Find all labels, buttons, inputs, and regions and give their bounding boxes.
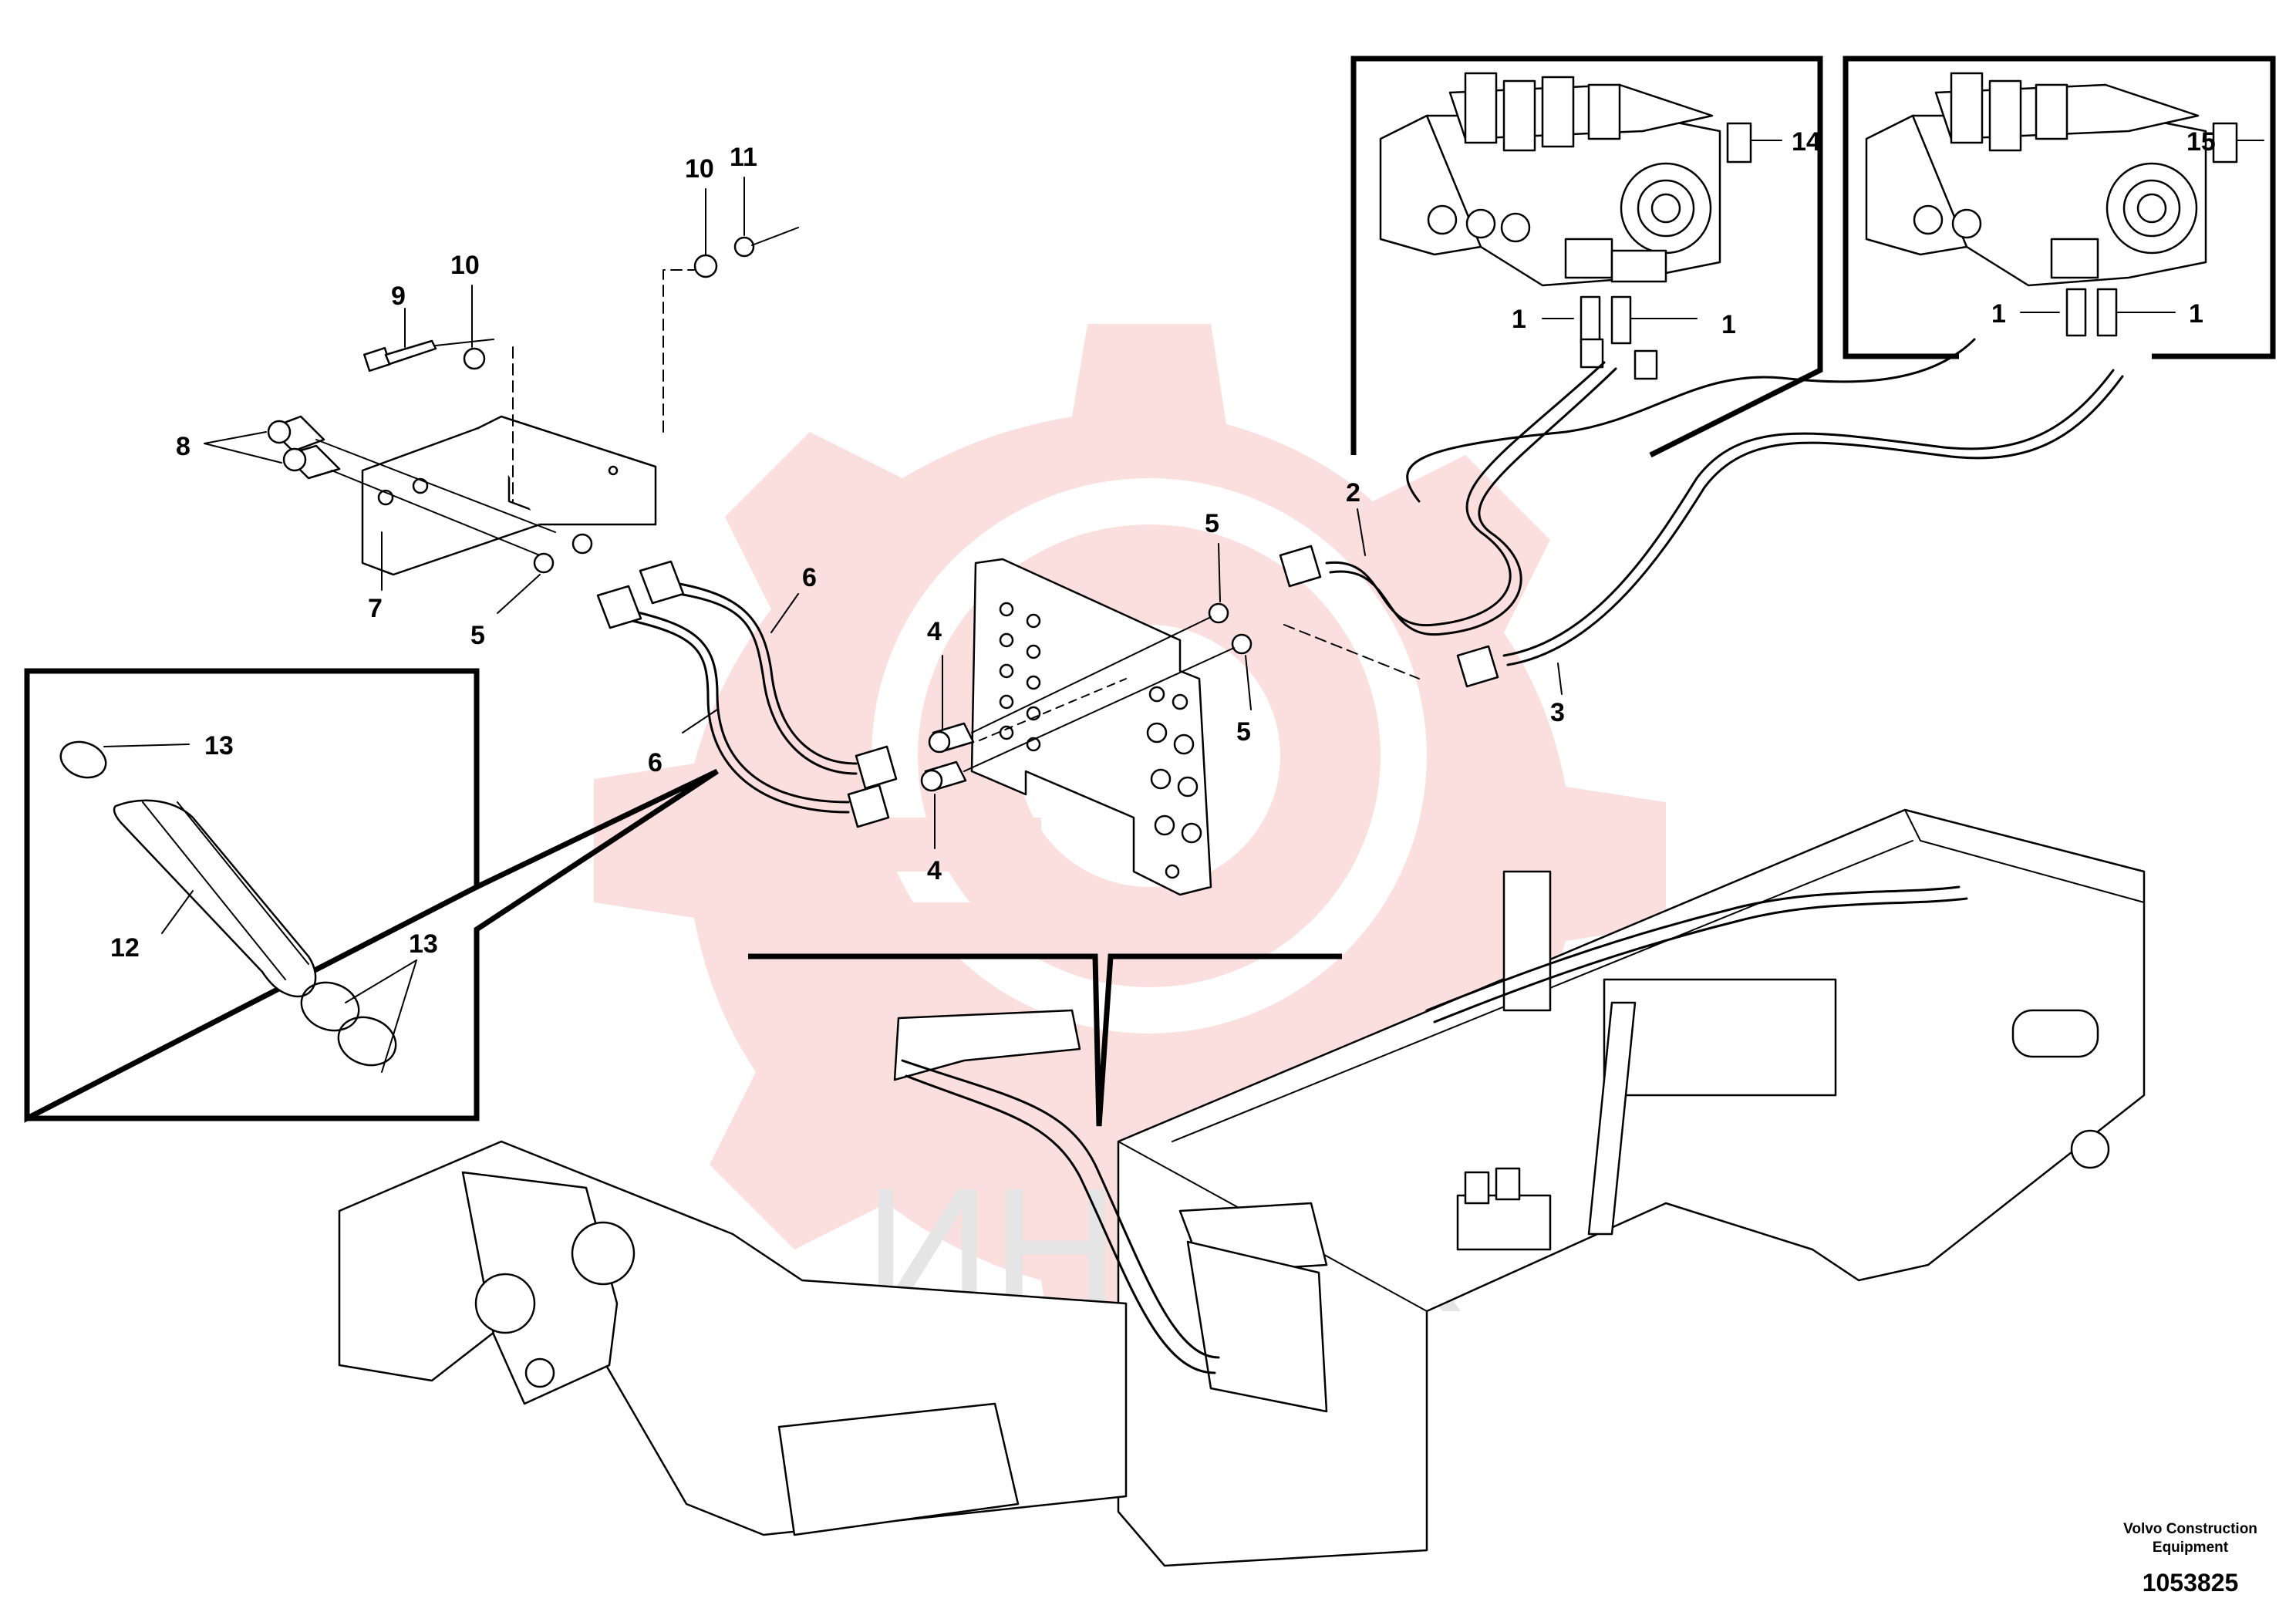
valve-block-15 — [1865, 72, 2238, 337]
adapter-8a — [267, 415, 325, 453]
drawing-number: 1053825 — [2143, 1569, 2239, 1597]
stud-line-a — [971, 616, 1212, 733]
hose-3 — [1283, 338, 2124, 688]
callout-8: 8 — [176, 432, 190, 461]
callout-3: 3 — [1550, 698, 1565, 727]
callout-10b: 10 — [685, 154, 714, 184]
callout-13-top: 13 — [204, 731, 234, 760]
hose-3-fitting — [1456, 645, 1499, 688]
callout-6b: 6 — [648, 748, 663, 777]
hose-6a — [639, 560, 898, 790]
washer-10a — [463, 347, 486, 370]
washer-10b — [693, 254, 718, 278]
callout-1d: 1 — [2189, 299, 2203, 329]
callout-13-bottom: 13 — [409, 929, 438, 959]
control-valve-14: 14 1 1 — [1350, 56, 1823, 458]
machine-frame — [338, 808, 2146, 1567]
leader-8b — [204, 443, 282, 464]
callout-6a: 6 — [802, 563, 817, 592]
hose-6b — [596, 585, 890, 828]
callout-10a: 10 — [450, 251, 480, 280]
mounting-plate — [970, 558, 1212, 896]
leader-2 — [1357, 508, 1366, 556]
callout-9: 9 — [391, 282, 406, 311]
leader-6b — [682, 709, 718, 733]
leader-12 — [161, 890, 194, 934]
adapter-8b — [282, 444, 341, 480]
valve-block-14 — [1379, 72, 1752, 345]
o-ring-13a — [300, 981, 360, 1032]
callout-1a: 1 — [1512, 305, 1526, 334]
leader-8a — [204, 431, 267, 444]
leader-13b — [381, 959, 417, 1073]
inset-frame-15 — [1843, 56, 2276, 359]
stud-line-10 — [435, 339, 494, 346]
bracket-7 — [361, 346, 657, 576]
leader-5c — [497, 574, 541, 614]
callout-5a: 5 — [1205, 509, 1219, 538]
leader-13-top — [103, 744, 190, 747]
callout-12: 12 — [110, 933, 140, 963]
washer-5c-a — [571, 533, 593, 555]
bolt-9 — [363, 339, 437, 373]
stud-line-b — [963, 647, 1235, 772]
leader-5a — [1218, 543, 1221, 602]
callout-11: 11 — [730, 143, 757, 172]
stud-line-8b — [331, 470, 541, 556]
fitting-14a — [1580, 338, 1604, 369]
leader-6a — [770, 593, 799, 633]
manufacturer-name-line1: Volvo Construction — [2123, 1521, 2257, 1537]
washer-5a — [1208, 602, 1229, 624]
stud-dashed-10 — [663, 269, 695, 433]
callout-1b: 1 — [1721, 310, 1736, 339]
control-valve-15: 15 1 1 — [1843, 56, 2276, 359]
callout-4b: 4 — [927, 856, 942, 885]
leader-5b — [1245, 655, 1252, 710]
manufacturer-name-line2: Equipment — [2153, 1539, 2229, 1556]
callout-1c: 1 — [1991, 299, 2006, 329]
washer-5b — [1231, 633, 1253, 655]
stud-line-11 — [751, 227, 799, 246]
callout-15: 15 — [2186, 127, 2216, 157]
callout-4a: 4 — [927, 617, 942, 646]
callout-7: 7 — [368, 594, 383, 623]
fitting-14b — [1633, 349, 1658, 380]
callout-14: 14 — [1792, 127, 1821, 157]
o-ring-13b — [337, 1016, 397, 1067]
detail-pointer — [748, 953, 1342, 1127]
callout-2: 2 — [1346, 478, 1360, 508]
o-ring-13-top — [59, 740, 107, 779]
inset-frame-14 — [1350, 56, 1823, 458]
leader-13a — [345, 959, 417, 1003]
leader-3 — [1557, 663, 1563, 695]
adapter-4a — [928, 722, 975, 754]
protective-sleeve-12 — [113, 799, 317, 998]
hose-protection-inset: 13 12 13 — [24, 668, 719, 1123]
nut-11 — [733, 236, 755, 258]
washer-5c-b — [533, 552, 555, 574]
stud-line-8a — [315, 439, 556, 533]
hose-2-fitting — [1279, 545, 1322, 588]
adapter-4b — [920, 760, 967, 792]
callout-5b: 5 — [1236, 717, 1251, 747]
hose-2 — [1279, 361, 1617, 636]
callout-5c: 5 — [470, 621, 485, 650]
